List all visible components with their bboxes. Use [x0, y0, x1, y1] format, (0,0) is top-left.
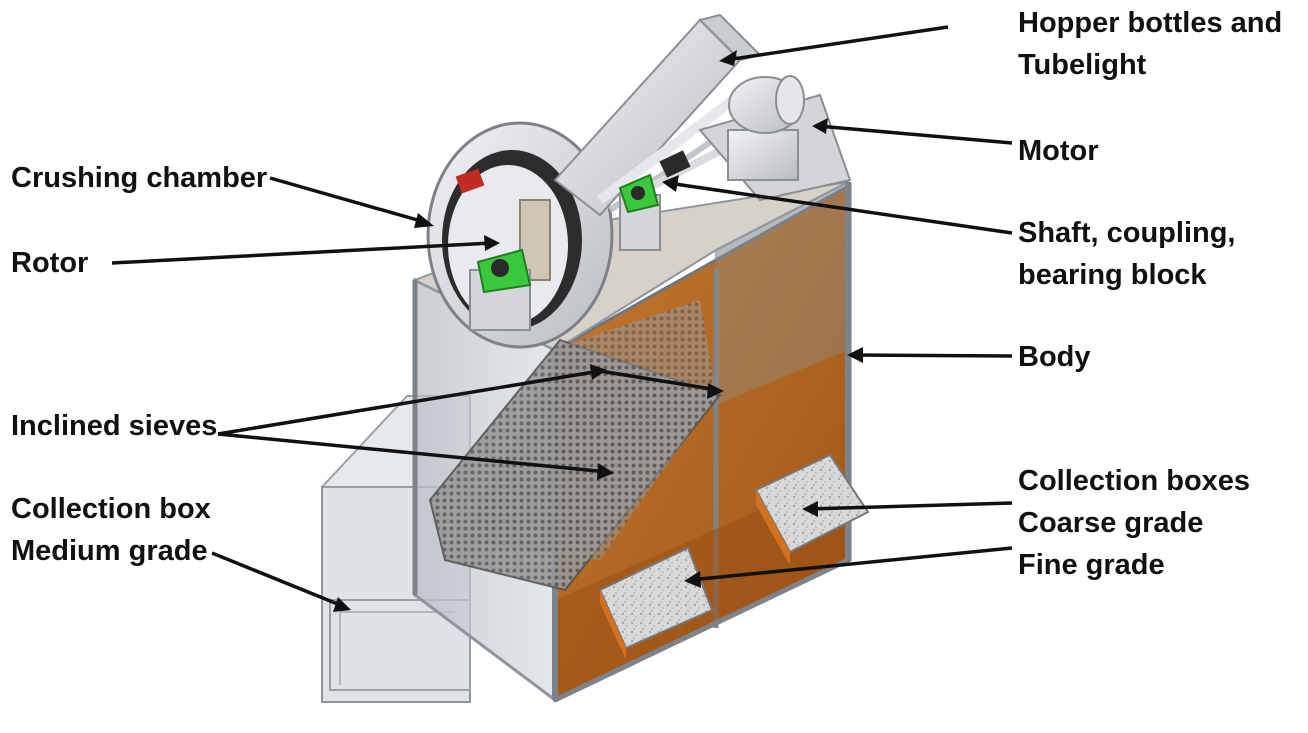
label-body: Body [1018, 336, 1091, 378]
label-collection-box-line-1: Collection box [11, 493, 211, 525]
leader-sieve-2 [217, 432, 609, 474]
leader-crushing [269, 176, 429, 225]
label-hopper-line-1: Hopper bottles and [1018, 7, 1283, 39]
leader-lines [111, 25, 1013, 609]
inclined-sieves [428, 300, 722, 592]
label-collection-box-medium-grade: Collection box Medium grade [11, 488, 211, 572]
label-collection-boxes: Collection boxes Coarse grade Fine grade [1018, 460, 1250, 586]
label-hopper-bottles-and-tubelight: Hopper bottles and Tubelight [1018, 2, 1282, 86]
label-rotor-text: Rotor [11, 247, 89, 279]
leader-sieve-3 [599, 369, 719, 392]
label-rotor: Rotor [11, 242, 88, 284]
label-collection-box-line-2: Medium grade [11, 535, 208, 567]
motor [698, 75, 852, 202]
label-inclined-sieves: Inclined sieves [11, 405, 217, 447]
leader-body [852, 353, 1013, 358]
label-hopper-line-2: Tubelight [1018, 49, 1147, 81]
leader-coarse [807, 501, 1013, 511]
label-motor-text: Motor [1018, 135, 1099, 167]
leader-motor [817, 124, 1013, 145]
label-collection-boxes-line-3: Fine grade [1018, 549, 1165, 581]
label-inclined-sieves-text: Inclined sieves [11, 410, 218, 442]
label-crushing-chamber-text: Crushing chamber [11, 162, 268, 194]
label-shaft-line-1: Shaft, coupling, [1018, 217, 1236, 249]
rotor [469, 248, 532, 331]
leader-arrowheads [333, 50, 863, 612]
collection-box-coarse-grade [754, 453, 870, 565]
leader-shaft [667, 181, 1013, 235]
label-collection-boxes-line-2: Coarse grade [1018, 507, 1204, 539]
label-body-text: Body [1018, 341, 1091, 373]
label-collection-boxes-line-1: Collection boxes [1018, 465, 1251, 497]
leader-fine [689, 546, 1013, 582]
label-shaft-line-2: bearing block [1018, 259, 1207, 291]
label-shaft-coupling-bearing-block: Shaft, coupling, bearing block [1018, 212, 1236, 296]
shaft-coupling-bearing [618, 121, 772, 251]
leader-medium [211, 551, 346, 609]
label-motor: Motor [1018, 130, 1099, 172]
leader-hopper [725, 25, 949, 62]
leader-sieve-1 [217, 369, 601, 436]
collection-box-fine-grade [598, 546, 714, 660]
leader-rotor [111, 241, 493, 265]
label-crushing-chamber: Crushing chamber [11, 157, 267, 199]
